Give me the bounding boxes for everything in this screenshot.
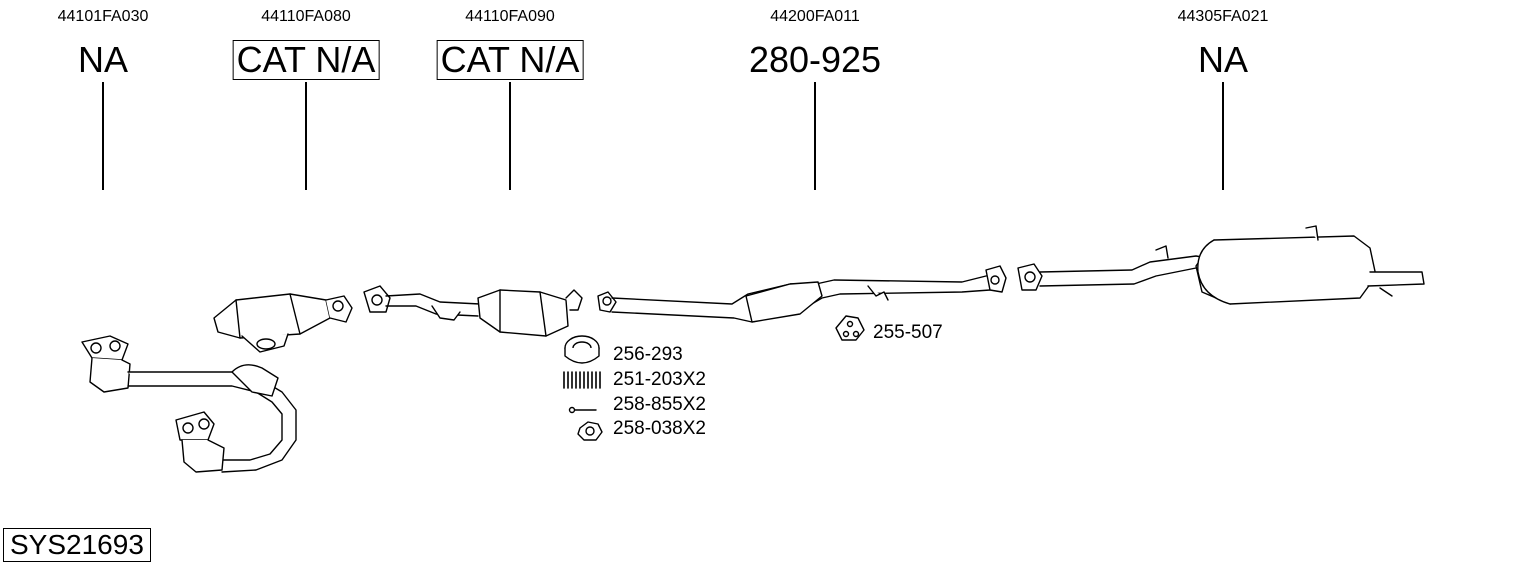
leader-line <box>305 82 307 190</box>
leader-line <box>1222 82 1224 190</box>
centre-pipe-drawing <box>597 265 1007 323</box>
first-catalyst-drawing <box>213 293 353 353</box>
part-reference: NA <box>77 39 129 80</box>
kit-item-nut: 258-038X2 <box>613 418 706 439</box>
part-reference: NA <box>1197 39 1249 80</box>
part-oem-number: 44101FA030 <box>57 8 149 25</box>
rear-silencer-drawing <box>1017 225 1425 305</box>
hanger-label: 255-507 <box>873 322 943 343</box>
part-oem-number: 44305FA021 <box>1177 8 1269 25</box>
part-reference: CAT N/A <box>436 40 584 80</box>
kit-item-gasket: 256-293 <box>613 344 683 365</box>
part-oem-number: 44110FA080 <box>261 8 351 25</box>
system-code: SYS21693 <box>3 528 151 562</box>
kit-item-bolt: 258-855X2 <box>613 394 706 415</box>
leader-line <box>102 82 104 190</box>
leader-line <box>509 82 511 190</box>
hanger-drawing <box>835 315 865 341</box>
fitting-kit-drawing <box>563 335 603 441</box>
part-reference: CAT N/A <box>232 40 380 80</box>
part-reference: 280-925 <box>748 39 882 80</box>
kit-item-spring: 251-203X2 <box>613 369 706 390</box>
front-pipe-drawing <box>81 335 297 473</box>
leader-line <box>814 82 816 190</box>
part-oem-number: 44110FA090 <box>465 8 555 25</box>
part-oem-number: 44200FA011 <box>770 8 860 25</box>
second-catalyst-drawing <box>363 285 583 337</box>
